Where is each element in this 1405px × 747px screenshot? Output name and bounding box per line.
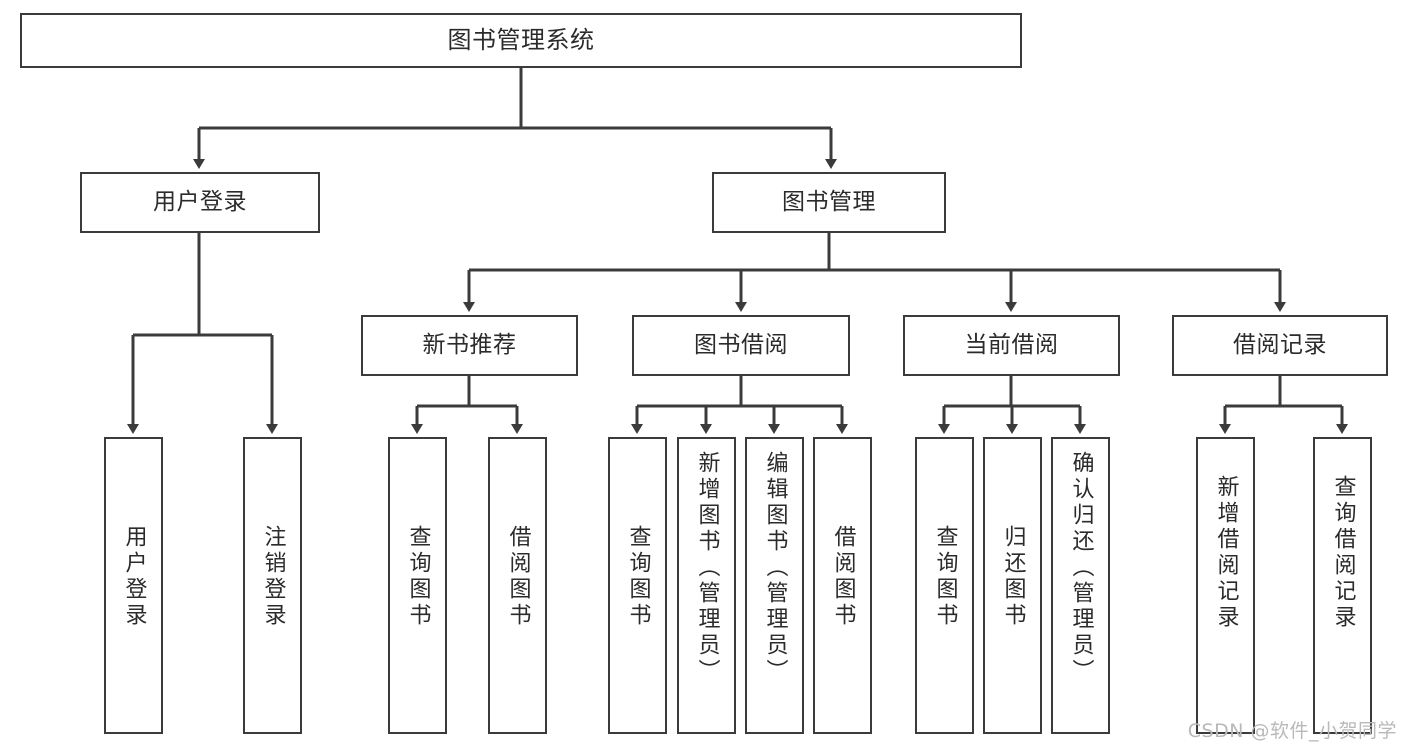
node-leaf-edit-book-label: 编辑图书（管理员） xyxy=(762,451,788,685)
node-leaf-add-record-label: 新增借阅记录 xyxy=(1213,475,1239,631)
node-leaf-return-book-label: 归还图书 xyxy=(1000,525,1026,629)
node-leaf-borrow-book-1[interactable]: 借阅图书 xyxy=(488,437,547,734)
node-leaf-add-book[interactable]: 新增图书（管理员） xyxy=(677,437,736,734)
node-user-login[interactable]: 用户登录 xyxy=(80,172,320,233)
node-leaf-query-book-1-label: 查询图书 xyxy=(405,525,431,629)
node-leaf-query-book-2-label: 查询图书 xyxy=(625,525,651,629)
node-user-login-label: 用户登录 xyxy=(153,188,247,215)
node-leaf-user-login-label: 用户登录 xyxy=(121,525,147,629)
node-leaf-confirm-return[interactable]: 确认归还（管理员） xyxy=(1051,437,1110,734)
node-root-label: 图书管理系统 xyxy=(447,26,595,55)
node-leaf-borrow-book-2-label: 借阅图书 xyxy=(830,525,856,629)
node-leaf-add-book-label: 新增图书（管理员） xyxy=(694,451,720,685)
node-leaf-borrow-book-1-label: 借阅图书 xyxy=(505,525,531,629)
node-leaf-query-record-label: 查询借阅记录 xyxy=(1330,475,1356,631)
node-leaf-return-book[interactable]: 归还图书 xyxy=(983,437,1042,734)
node-book-borrow[interactable]: 图书借阅 xyxy=(632,315,850,376)
node-borrow-record-label: 借阅记录 xyxy=(1233,331,1327,358)
node-leaf-query-book-3[interactable]: 查询图书 xyxy=(915,437,974,734)
node-new-book-recommend[interactable]: 新书推荐 xyxy=(361,315,578,376)
node-leaf-confirm-return-label: 确认归还（管理员） xyxy=(1068,451,1094,685)
node-leaf-query-book-3-label: 查询图书 xyxy=(932,525,958,629)
node-leaf-query-book-1[interactable]: 查询图书 xyxy=(388,437,447,734)
node-leaf-query-record[interactable]: 查询借阅记录 xyxy=(1313,437,1372,734)
node-leaf-edit-book[interactable]: 编辑图书（管理员） xyxy=(745,437,804,734)
node-leaf-user-logout[interactable]: 注销登录 xyxy=(243,437,302,734)
node-leaf-query-book-2[interactable]: 查询图书 xyxy=(608,437,667,734)
node-new-book-recommend-label: 新书推荐 xyxy=(422,331,517,358)
node-leaf-user-logout-label: 注销登录 xyxy=(260,525,286,629)
node-current-borrow[interactable]: 当前借阅 xyxy=(903,315,1120,376)
node-borrow-record[interactable]: 借阅记录 xyxy=(1172,315,1388,376)
node-book-borrow-label: 图书借阅 xyxy=(694,331,788,358)
node-current-borrow-label: 当前借阅 xyxy=(964,331,1059,358)
node-leaf-add-record[interactable]: 新增借阅记录 xyxy=(1196,437,1255,734)
node-book-manage-label: 图书管理 xyxy=(782,188,876,215)
node-leaf-borrow-book-2[interactable]: 借阅图书 xyxy=(813,437,872,734)
watermark: CSDN @软件_小贺同学 xyxy=(1187,720,1397,742)
node-root[interactable]: 图书管理系统 xyxy=(20,13,1022,68)
node-book-manage[interactable]: 图书管理 xyxy=(712,172,946,233)
node-leaf-user-login[interactable]: 用户登录 xyxy=(104,437,163,734)
